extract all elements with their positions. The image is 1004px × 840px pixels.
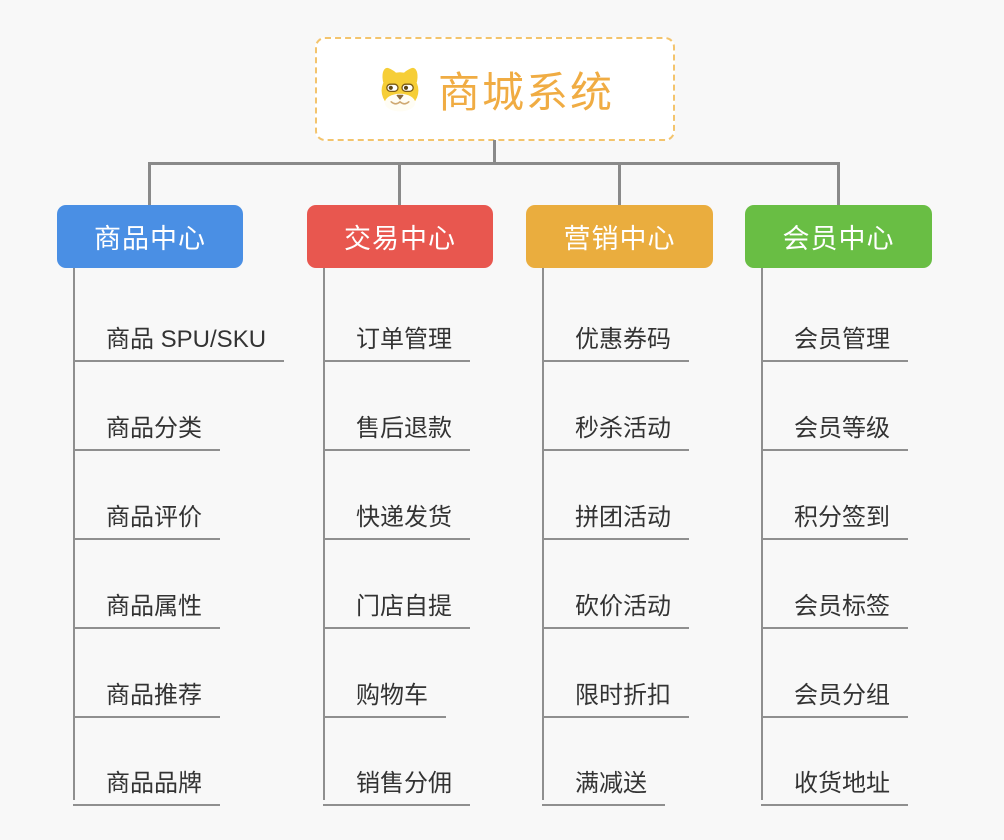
dog-icon	[376, 65, 424, 113]
leaf-node[interactable]: 商品属性	[73, 577, 220, 629]
branch-box-marketing[interactable]: 营销中心	[526, 205, 713, 268]
leaf-node[interactable]: 会员管理	[761, 310, 908, 362]
leaf-node[interactable]: 订单管理	[323, 310, 470, 362]
connector-stem-marketing	[618, 164, 621, 205]
leaf-node[interactable]: 满减送	[542, 754, 665, 806]
leaf-node[interactable]: 积分签到	[761, 488, 908, 540]
leaf-node[interactable]: 拼团活动	[542, 488, 689, 540]
leaf-node[interactable]: 会员等级	[761, 399, 908, 451]
connector-root-stem	[493, 140, 496, 163]
connector-horizontal	[148, 162, 840, 165]
leaf-node[interactable]: 秒杀活动	[542, 399, 689, 451]
leaf-node[interactable]: 商品推荐	[73, 666, 220, 718]
leaf-node[interactable]: 商品 SPU/SKU	[73, 310, 285, 362]
leaf-node[interactable]: 购物车	[323, 666, 446, 718]
leaf-node[interactable]: 收货地址	[761, 754, 908, 806]
leaf-node[interactable]: 砍价活动	[542, 577, 689, 629]
leaf-node[interactable]: 商品品牌	[73, 754, 220, 806]
root-node[interactable]: 商城系统	[315, 37, 675, 141]
branch-box-goods[interactable]: 商品中心	[57, 205, 243, 268]
leaf-node[interactable]: 销售分佣	[323, 754, 470, 806]
leaf-node[interactable]: 会员分组	[761, 666, 908, 718]
connector-stem-goods	[148, 164, 151, 205]
leaf-node[interactable]: 门店自提	[323, 577, 470, 629]
root-title: 商城系统	[437, 68, 614, 116]
trunk-marketing	[542, 268, 544, 800]
branch-box-trade[interactable]: 交易中心	[307, 205, 493, 268]
leaf-node[interactable]: 售后退款	[323, 399, 470, 451]
trunk-goods	[73, 268, 75, 800]
leaf-node[interactable]: 会员标签	[761, 577, 908, 629]
connector-stem-member	[837, 164, 840, 205]
leaf-node[interactable]: 快递发货	[323, 488, 470, 540]
trunk-member	[761, 268, 763, 800]
trunk-trade	[323, 268, 325, 800]
leaf-node[interactable]: 限时折扣	[542, 666, 689, 718]
branch-box-member[interactable]: 会员中心	[745, 205, 932, 268]
leaf-node[interactable]: 优惠券码	[542, 310, 689, 362]
leaf-node[interactable]: 商品评价	[73, 488, 220, 540]
connector-stem-trade	[398, 164, 401, 205]
leaf-node[interactable]: 商品分类	[73, 399, 220, 451]
